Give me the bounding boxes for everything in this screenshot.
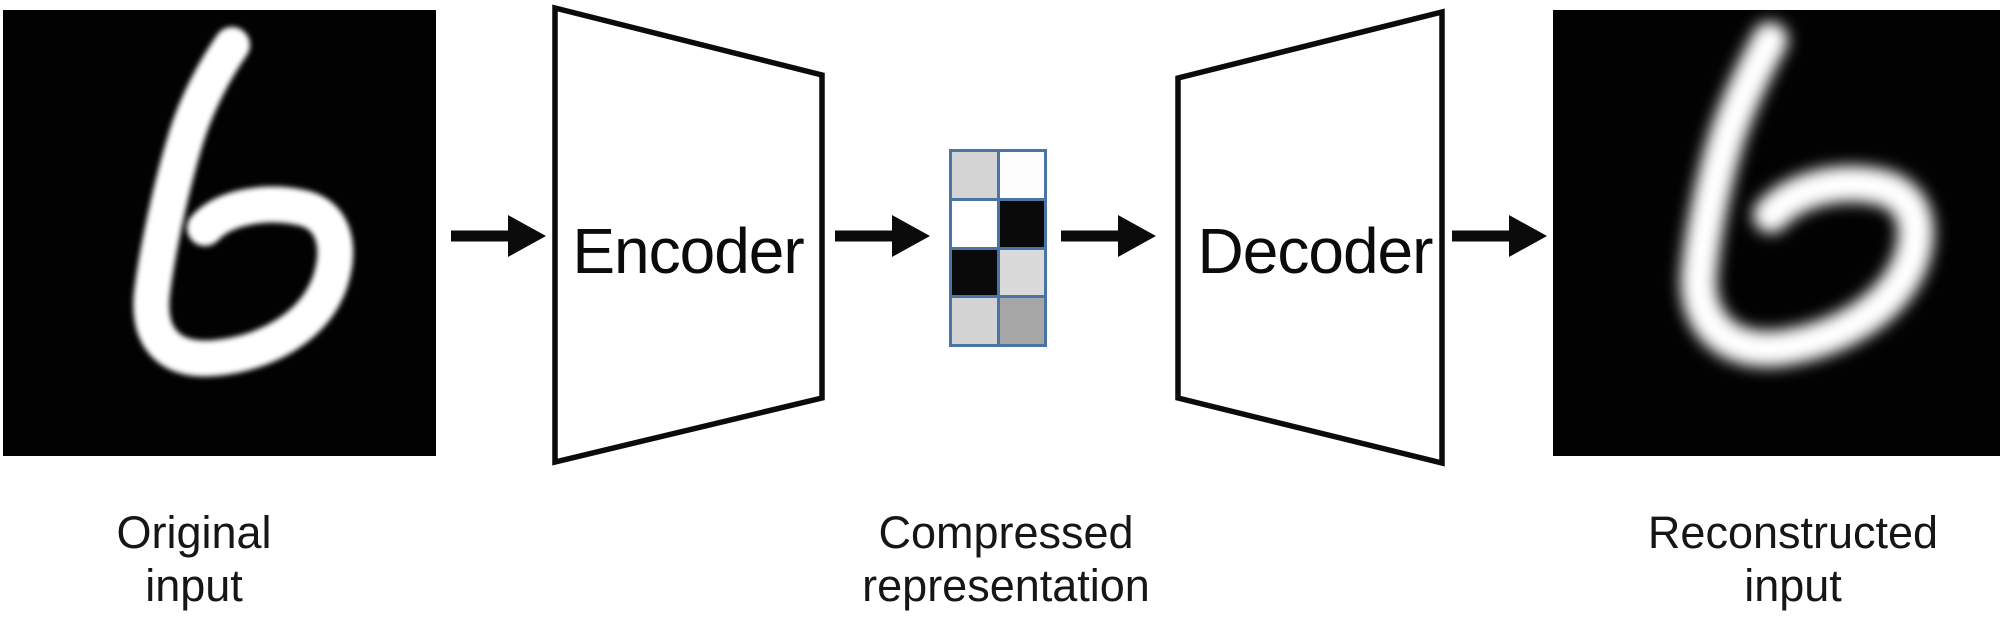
grid-cell [999, 200, 1044, 247]
decoder-label: Decoder [1197, 215, 1434, 287]
digit-six-reconstructed [1680, 22, 1934, 367]
caption-original-input: Original input [116, 506, 271, 612]
flow-arrow-code-to-decoder [1061, 215, 1156, 257]
grid-cell [999, 152, 1044, 198]
grid-cell [952, 200, 997, 247]
caption-compressed-representation: Compressed representation [862, 506, 1150, 612]
caption-line: Reconstructed [1647, 507, 1939, 558]
caption-line: representation [862, 560, 1150, 611]
grid-cell [952, 249, 997, 296]
flow-arrow-encoder-to-code [835, 215, 930, 257]
grid-cell [952, 152, 997, 198]
grid-cell [999, 298, 1044, 344]
caption-reconstructed-input: Reconstructed input [1648, 506, 1938, 612]
caption-line: Compressed [878, 507, 1134, 558]
flow-arrow-decoder-to-output [1452, 215, 1547, 257]
caption-line: Original [116, 507, 272, 558]
compressed-representation-grid [949, 149, 1047, 347]
grid-cell [952, 298, 997, 344]
decoder-block [1175, 8, 1445, 467]
original-input-image [3, 10, 436, 456]
caption-line: input [145, 560, 243, 611]
reconstructed-input-image [1553, 10, 2000, 456]
digit-six-original [133, 27, 354, 377]
caption-line: input [1744, 560, 1842, 611]
encoder-block [552, 4, 825, 466]
encoder-label: Encoder [572, 215, 804, 287]
flow-arrow-input-to-encoder [451, 215, 546, 257]
grid-cell [999, 249, 1044, 296]
